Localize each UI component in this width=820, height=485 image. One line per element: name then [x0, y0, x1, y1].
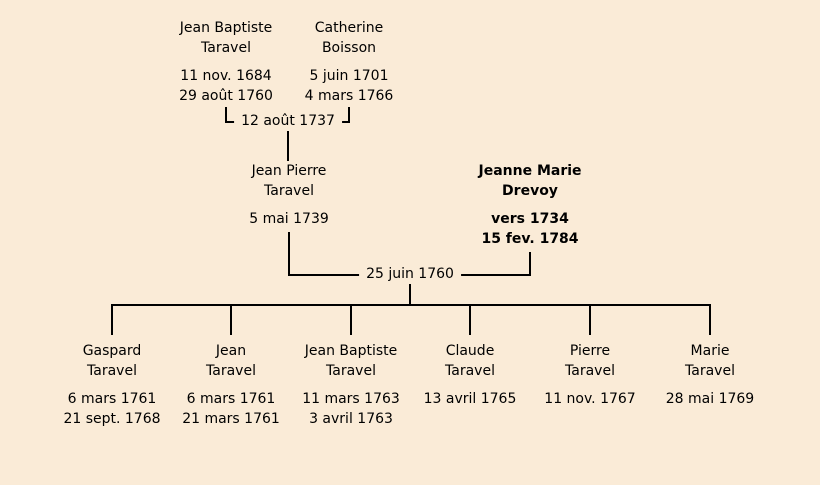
birth-date: 5 mai 1739 [249, 211, 329, 227]
person-name-line1: Jean Pierre [251, 163, 327, 179]
birth-date: 6 mars 1761 [186, 391, 276, 407]
person-name-line2: Taravel [326, 363, 376, 379]
birth-date: 5 juin 1701 [309, 68, 389, 84]
person-dates: 6 mars 1761 21 mars 1761 [161, 389, 301, 429]
birth-date: vers 1734 [491, 211, 569, 227]
person-name-line1: Jeanne Marie [478, 163, 582, 179]
connector-line [350, 306, 352, 335]
marriage-date-label-gen2: 25 juin 1760 [359, 264, 461, 284]
person-card-gen1-wife: Catherine Boisson 5 juin 1701 4 mars 176… [274, 18, 424, 106]
connector-line [230, 306, 232, 335]
death-date: 21 mars 1761 [182, 411, 280, 427]
person-card-gen2-husband: Jean Pierre Taravel 5 mai 1739 [214, 161, 364, 229]
death-date: 3 avril 1763 [309, 411, 393, 427]
birth-date: 11 nov. 1767 [544, 391, 636, 407]
death-date: 29 août 1760 [179, 88, 273, 104]
person-name-line2: Boisson [321, 40, 377, 56]
connector-line [709, 306, 711, 335]
birth-date: 28 mai 1769 [665, 391, 755, 407]
connector-line [287, 123, 289, 161]
person-name-line2: Taravel [445, 363, 495, 379]
person-dates: 11 nov. 1767 [520, 389, 660, 409]
person-name-line2: Taravel [201, 40, 251, 56]
person-name-line1: Marie [690, 343, 730, 359]
person-name-line2: Taravel [87, 363, 137, 379]
connector-line [409, 276, 411, 306]
person-dates: 5 mai 1739 [214, 209, 364, 229]
person-card-child-4: Claude Taravel 13 avril 1765 [400, 341, 540, 409]
sibling-bar [111, 304, 711, 306]
birth-date: 13 avril 1765 [423, 391, 517, 407]
person-card-child-3: Jean Baptiste Taravel 11 mars 1763 3 avr… [281, 341, 421, 429]
person-name-line1: Jean [215, 343, 247, 359]
person-name-line2: Taravel [685, 363, 735, 379]
person-card-child-6: Marie Taravel 28 mai 1769 [640, 341, 780, 409]
connector-line [589, 306, 591, 335]
connector-line [529, 252, 531, 276]
person-card-child-2: Jean Taravel 6 mars 1761 21 mars 1761 [161, 341, 301, 429]
person-name-line2: Taravel [264, 183, 314, 199]
person-name-line1: Jean Baptiste [304, 343, 398, 359]
death-date: 4 mars 1766 [304, 88, 394, 104]
person-name-line2: Taravel [206, 363, 256, 379]
connector-line [348, 107, 350, 123]
person-dates: 11 mars 1763 3 avril 1763 [281, 389, 421, 429]
person-name-line1: Jean Baptiste [179, 20, 273, 36]
marriage-date-label-gen1: 12 août 1737 [234, 111, 342, 131]
person-dates: 13 avril 1765 [400, 389, 540, 409]
connector-line [111, 306, 113, 335]
person-dates: 5 juin 1701 4 mars 1766 [274, 66, 424, 106]
person-dates: vers 1734 15 fev. 1784 [455, 209, 605, 249]
connector-line [469, 306, 471, 335]
person-name-line1: Catherine [314, 20, 384, 36]
person-name-line1: Gaspard [82, 343, 142, 359]
person-card-child-1: Gaspard Taravel 6 mars 1761 21 sept. 176… [42, 341, 182, 429]
person-card-child-5: Pierre Taravel 11 nov. 1767 [520, 341, 660, 409]
person-name-line1: Claude [445, 343, 495, 359]
death-date: 15 fev. 1784 [481, 231, 579, 247]
person-name-line1: Pierre [569, 343, 611, 359]
person-name-line2: Taravel [565, 363, 615, 379]
person-card-gen1-husband: Jean Baptiste Taravel 11 nov. 1684 29 ao… [151, 18, 301, 106]
connector-line [288, 232, 290, 276]
birth-date: 11 mars 1763 [302, 391, 400, 407]
death-date: 21 sept. 1768 [63, 411, 161, 427]
person-dates: 28 mai 1769 [640, 389, 780, 409]
connector-line [225, 107, 227, 123]
person-dates: 11 nov. 1684 29 août 1760 [151, 66, 301, 106]
birth-date: 11 nov. 1684 [180, 68, 272, 84]
birth-date: 6 mars 1761 [67, 391, 157, 407]
person-dates: 6 mars 1761 21 sept. 1768 [42, 389, 182, 429]
person-card-gen2-wife: Jeanne Marie Drevoy vers 1734 15 fev. 17… [455, 161, 605, 249]
person-name-line2: Drevoy [502, 183, 558, 199]
